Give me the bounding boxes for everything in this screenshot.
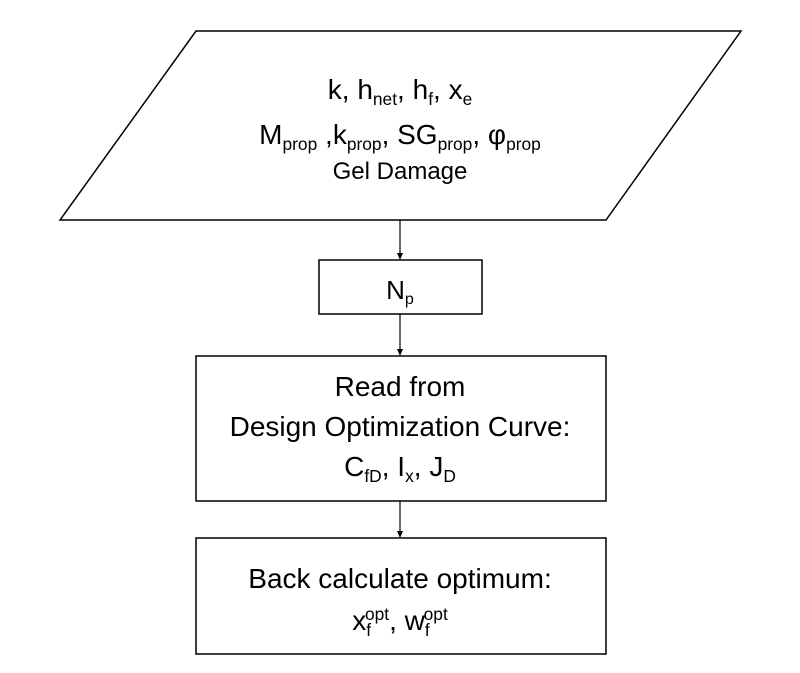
arrowhead-back: [397, 531, 403, 538]
back-line-1: Back calculate optimum:: [248, 563, 552, 594]
arrowhead-np: [397, 253, 403, 260]
inputs-line-2: Mprop ,kprop, SGprop, φprop: [259, 119, 541, 154]
np-text: Np: [386, 275, 414, 309]
sub-net: net: [372, 88, 398, 109]
label-phi-prop: φ: [487, 119, 507, 150]
label-h-net: h: [357, 74, 373, 105]
read-line-2: Design Optimization Curve:: [229, 411, 571, 442]
label-x-e: x: [448, 74, 463, 105]
read-line-1: Read from: [334, 371, 466, 402]
inputs-line-3: Gel Damage: [332, 158, 468, 185]
label-k: k,: [327, 74, 358, 105]
back-line-2: xfopt, wfopt: [352, 604, 448, 640]
read-box: [195, 355, 607, 502]
input-parallelogram: [58, 30, 743, 221]
inputs-line-1: k, hnet, hf, xe: [327, 74, 473, 109]
label-h-f: h: [412, 74, 429, 105]
label-k-prop: k: [332, 119, 347, 150]
arrowhead-read: [397, 349, 403, 356]
label-sg-prop: SG: [397, 119, 438, 150]
read-line-3: CfD, Ix, JD: [344, 451, 456, 486]
sub-f: f: [428, 88, 434, 109]
back-calc-box: [195, 537, 607, 655]
sub-e: e: [462, 88, 473, 109]
label-m-prop: M: [259, 119, 283, 150]
np-box: [318, 259, 483, 315]
